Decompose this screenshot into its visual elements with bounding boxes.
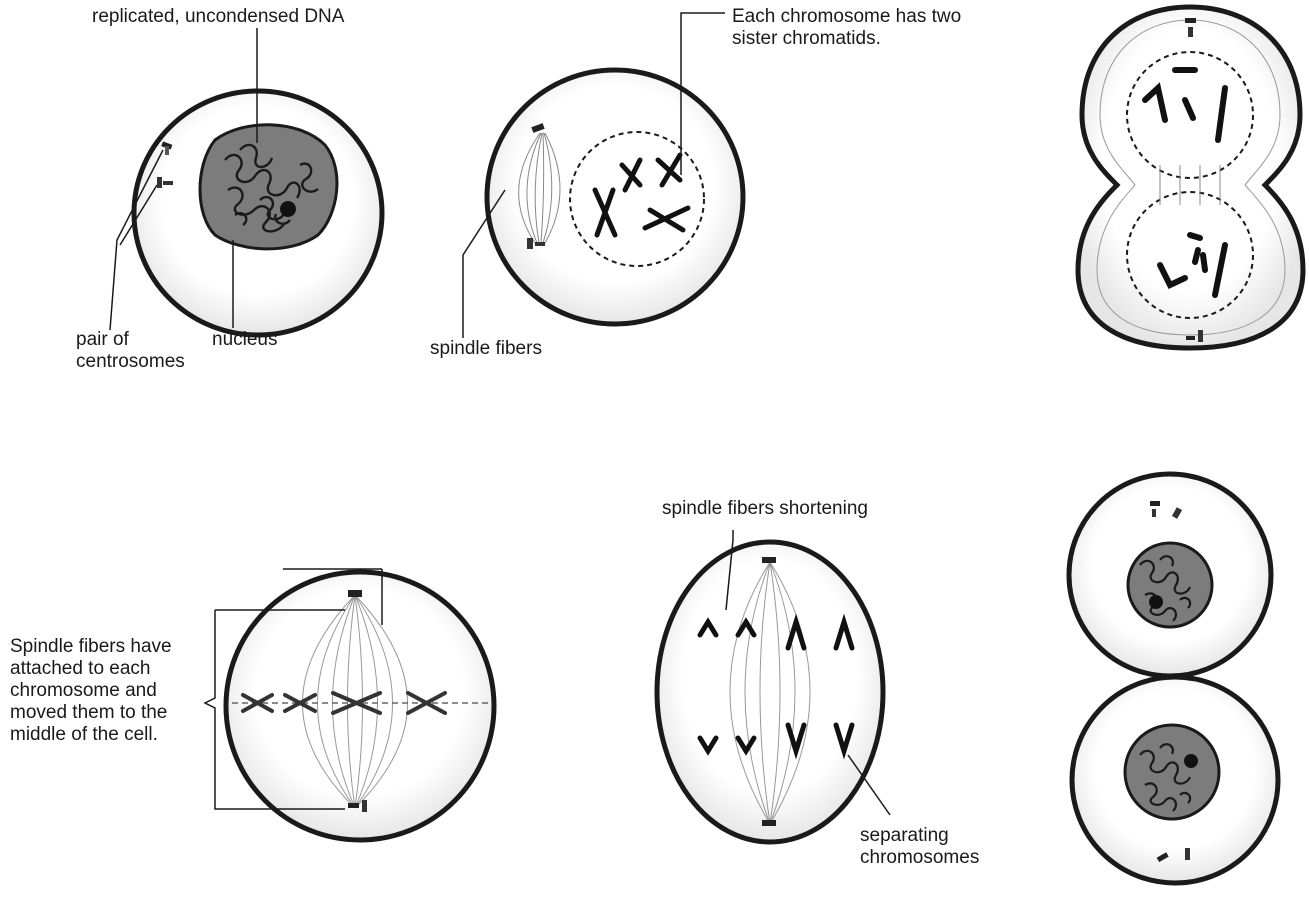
nucleus-interphase <box>200 125 337 249</box>
label-replicated-dna: replicated, uncondensed DNA <box>92 6 344 28</box>
label-separating-chromosomes: separating chromosomes <box>860 825 979 869</box>
cell-anaphase <box>657 530 890 842</box>
label-fibers-attached: Spindle fibers have attached to each chr… <box>10 636 172 746</box>
label-fibers-shortening: spindle fibers shortening <box>662 498 868 520</box>
label-centrosomes: pair of centrosomes <box>76 329 185 373</box>
daughter-cell-bottom <box>1072 677 1278 883</box>
label-nucleus: nucleus <box>212 329 278 351</box>
label-spindle-fibers: spindle fibers <box>430 338 542 360</box>
cell-prophase <box>463 13 743 338</box>
cell-interphase <box>110 28 382 335</box>
label-sister-chromatids: Each chromosome has two sister chromatid… <box>732 6 961 50</box>
cell-metaphase <box>205 569 494 840</box>
daughter-cell-top <box>1069 474 1271 676</box>
cell-telophase <box>1078 7 1303 348</box>
